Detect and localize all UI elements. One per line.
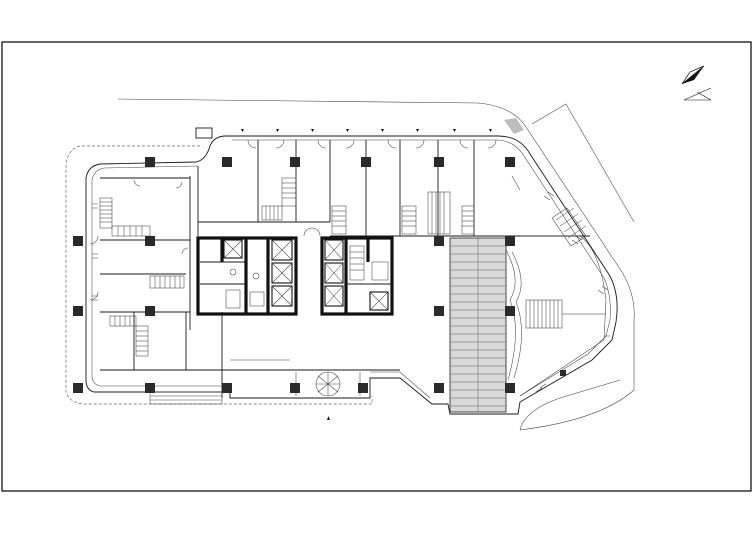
canopy-outline-west [65,145,373,405]
site-road-edge [117,98,635,431]
stair-west-upper [99,197,151,237]
site-curb-line [519,379,621,431]
east-wing-curve [519,235,607,397]
stair-north-units [261,177,475,235]
drawing-frame [1,41,752,492]
vehicle-ramp [449,237,522,413]
service-core-west [196,236,298,316]
stair-east [525,207,606,329]
building-outline [85,135,618,415]
shop-door-swings [247,139,497,237]
service-core-east [320,236,394,316]
site-boundary-line [531,103,635,223]
stair-west-middle [109,275,185,357]
building-outline-inner [91,139,611,399]
corner-hatch [504,118,524,134]
main-entrance [149,359,400,405]
compass-north-arrow-icon [681,65,712,101]
shop-unit-partitions [189,140,590,330]
structural-columns [73,157,566,393]
perimeter-openings [92,191,610,393]
rooftop-box [195,127,213,139]
entrance-steps [149,391,223,405]
